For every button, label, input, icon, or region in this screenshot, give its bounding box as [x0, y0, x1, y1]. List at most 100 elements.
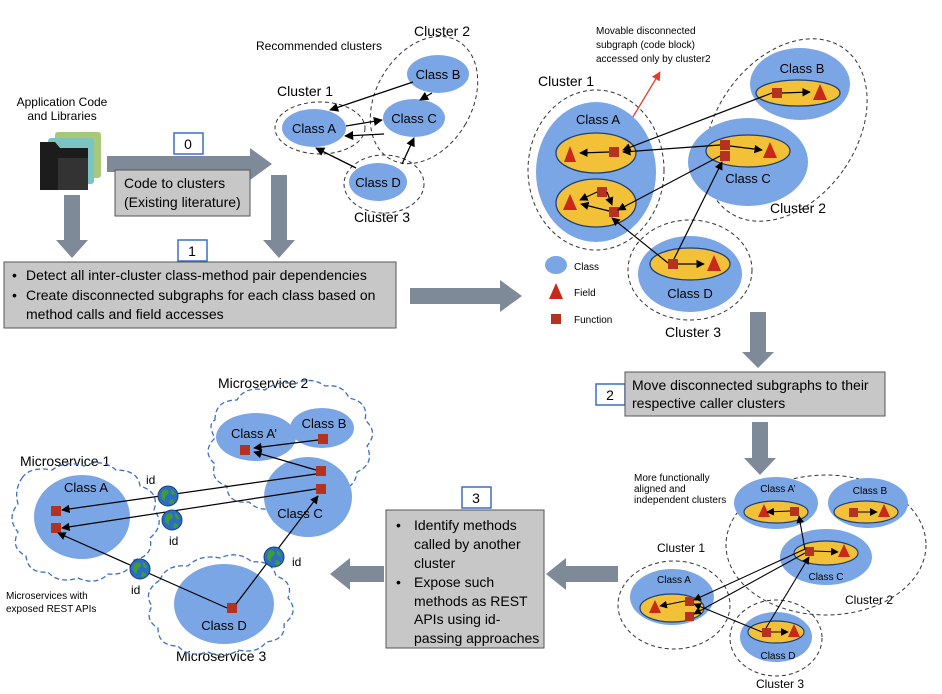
arrow-down-step2	[742, 312, 774, 368]
svg-text:Move disconnected subgraphs to: Move disconnected subgraphs to their	[632, 377, 869, 393]
svg-text:passing approaches: passing approaches	[414, 630, 539, 646]
det-dependency-edges	[579, 88, 811, 269]
ms-class-b	[290, 408, 354, 448]
svg-text:Create disconnected subgraphs: Create disconnected subgraphs for each c…	[26, 287, 375, 303]
svg-text:Class C: Class C	[391, 111, 437, 126]
al-cluster1-boundary	[617, 560, 731, 650]
svg-text:Class D: Class D	[667, 286, 713, 301]
svg-text:Cluster 3: Cluster 3	[665, 324, 721, 340]
ms3-cloud	[147, 554, 294, 657]
globe-icon	[263, 546, 285, 568]
svg-text:accessed only by cluster2: accessed only by cluster2	[596, 54, 711, 65]
svg-text:Identify methods: Identify methods	[414, 517, 517, 533]
step0-box	[114, 169, 251, 217]
svg-text:Class C: Class C	[725, 171, 771, 186]
svg-text:called by another: called by another	[414, 536, 521, 552]
recommended-title: Recommended clusters	[256, 39, 382, 53]
svg-text:Detect all inter-cluster class: Detect all inter-cluster class-method pa…	[26, 267, 367, 283]
svg-text:More functionally: More functionally	[634, 473, 710, 484]
rec-dependency-edges	[315, 81, 433, 169]
app-code-label: Application Code and Libraries	[17, 95, 108, 123]
svg-text:•: •	[396, 517, 401, 533]
folder-icon	[40, 132, 101, 190]
step0-number-box	[173, 132, 204, 155]
det-cluster3-boundary	[627, 219, 753, 321]
globe-icon	[161, 509, 183, 531]
svg-text:Class A’: Class A’	[760, 484, 795, 495]
step2-box	[624, 371, 886, 417]
svg-text:Expose such: Expose such	[414, 574, 494, 590]
det-cluster2-boundary	[704, 38, 868, 222]
svg-text:Class A’: Class A’	[231, 426, 277, 441]
step3-number-box	[461, 486, 492, 509]
rec-class-c	[383, 99, 445, 137]
arrow-left-step3	[546, 558, 618, 590]
svg-text:Class C: Class C	[808, 572, 843, 583]
svg-text:Class C: Class C	[277, 506, 323, 521]
svg-text:Cluster 1: Cluster 1	[657, 541, 705, 555]
svg-text:Cluster 2: Cluster 2	[414, 23, 470, 39]
svg-text:Class A: Class A	[292, 121, 336, 136]
globe-icon	[157, 485, 179, 507]
svg-text:Class D: Class D	[201, 618, 247, 633]
step3-number: 3	[472, 490, 480, 506]
aligned-note: More functionally aligned and independen…	[634, 473, 726, 506]
svg-text:Class A: Class A	[576, 112, 620, 127]
al-cluster2-boundary	[725, 474, 927, 616]
legend-field-swatch	[549, 283, 563, 299]
ms1-cloud	[11, 462, 160, 582]
legend-class-swatch	[545, 256, 567, 274]
svg-text:and Libraries: and Libraries	[27, 109, 96, 123]
arrow-down-mid	[263, 175, 295, 258]
rec-class-d	[349, 163, 407, 201]
svg-text:Cluster 1: Cluster 1	[277, 83, 333, 99]
step1-number: 1	[188, 243, 196, 259]
arrow-down-left	[56, 195, 88, 258]
arrow-step1-right	[410, 280, 522, 312]
svg-text:id: id	[169, 534, 178, 548]
globe-icon	[129, 558, 151, 580]
annotation-movable-subgraph: Movable disconnected subgraph (code bloc…	[596, 26, 711, 65]
legend-function-swatch	[551, 314, 561, 324]
step0-number: 0	[184, 136, 192, 152]
svg-text:exposed REST APIs: exposed REST APIs	[6, 604, 96, 615]
svg-text:Class B: Class B	[302, 416, 347, 431]
svg-text:id: id	[146, 473, 155, 487]
svg-text:id: id	[131, 583, 140, 597]
svg-text:Class A: Class A	[64, 480, 108, 495]
svg-text:(Existing literature): (Existing literature)	[124, 194, 241, 210]
svg-text:cluster: cluster	[414, 555, 456, 571]
rec-cluster3-boundary	[343, 154, 425, 214]
step3-box	[385, 509, 545, 649]
svg-text:Application Code: Application Code	[17, 95, 108, 109]
svg-text:Function: Function	[574, 315, 612, 326]
det-cluster1-boundary	[527, 89, 665, 251]
svg-text:Microservice 2: Microservice 2	[218, 375, 308, 391]
svg-text:Class D: Class D	[760, 651, 795, 662]
svg-text:subgraph (code block): subgraph (code block)	[596, 40, 695, 51]
svg-text:Microservices with: Microservices with	[6, 591, 88, 602]
ms-class-a-prime	[216, 413, 296, 461]
svg-text:•: •	[12, 287, 17, 303]
svg-text:Cluster 3: Cluster 3	[354, 209, 410, 225]
svg-text:Microservice 3: Microservice 3	[176, 648, 266, 664]
ms-class-c	[264, 457, 352, 537]
al-cluster3-boundary	[729, 599, 823, 677]
svg-text:Class: Class	[574, 262, 599, 273]
ms2-cloud	[207, 379, 374, 510]
svg-text:Class B: Class B	[780, 61, 825, 76]
arrow-left-ms	[330, 558, 384, 590]
svg-text:Class B: Class B	[853, 486, 888, 497]
svg-text:respective caller clusters: respective caller clusters	[632, 395, 785, 411]
al-dependency-edges	[659, 507, 878, 636]
svg-text:•: •	[396, 574, 401, 590]
step1-number-box	[177, 239, 208, 262]
rec-class-b	[407, 55, 469, 93]
svg-text:•: •	[12, 267, 17, 283]
svg-text:Cluster 2: Cluster 2	[845, 593, 893, 607]
arrow-down-step2-out	[744, 422, 776, 475]
svg-text:Microservice 1: Microservice 1	[20, 453, 110, 469]
svg-text:id: id	[292, 555, 301, 569]
rec-cluster2-boundary	[369, 35, 479, 165]
